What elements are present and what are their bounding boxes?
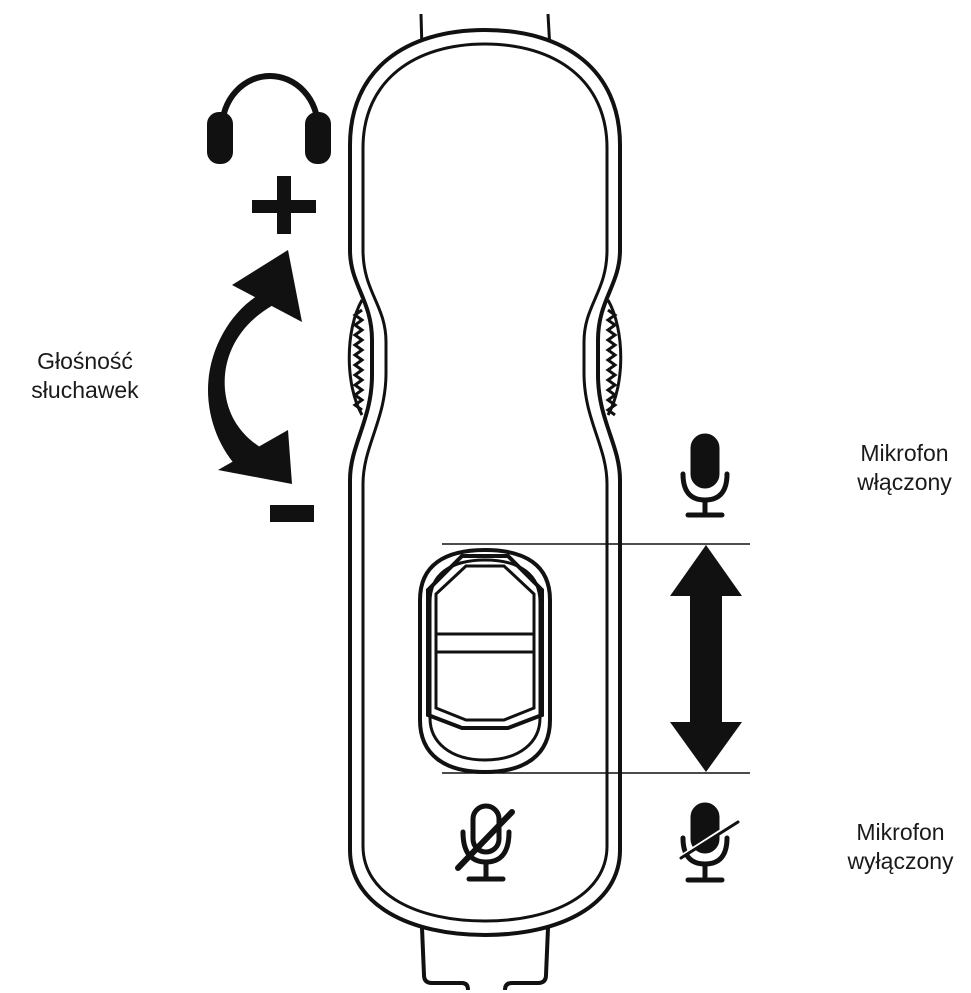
remote-body-inner	[361, 42, 609, 923]
minus-icon	[270, 505, 314, 522]
volume-wheel-right[interactable]	[605, 299, 623, 417]
mic-on-label: Mikrofon włączony	[838, 439, 971, 497]
cable-bottom	[420, 927, 550, 991]
mic-on-label-line-1: Mikrofon	[860, 440, 949, 466]
mic-off-label-line-1: Mikrofon	[856, 819, 945, 845]
microphone-icon	[680, 433, 730, 518]
volume-label-line-2: słuchawek	[31, 377, 139, 403]
mic-off-label: Mikrofon wyłączony	[830, 818, 971, 876]
volume-label: Głośność słuchawek	[0, 347, 170, 405]
volume-wheel-left[interactable]	[347, 299, 365, 416]
slider-guide-lines	[442, 543, 750, 774]
plus-icon	[252, 176, 316, 234]
headphones-icon	[207, 73, 331, 164]
mic-on-label-line-2: włączony	[857, 469, 952, 495]
volume-label-line-1: Głośność	[37, 348, 133, 374]
microphone-muted-icon	[677, 802, 740, 883]
vertical-double-arrow-icon	[670, 545, 742, 772]
curved-double-arrow-icon	[208, 250, 302, 484]
mic-off-label-line-2: wyłączony	[847, 848, 954, 874]
remote-body-outer	[348, 27, 622, 938]
body-mic-muted-icon	[455, 803, 515, 882]
mute-slider-switch[interactable]	[418, 547, 552, 775]
